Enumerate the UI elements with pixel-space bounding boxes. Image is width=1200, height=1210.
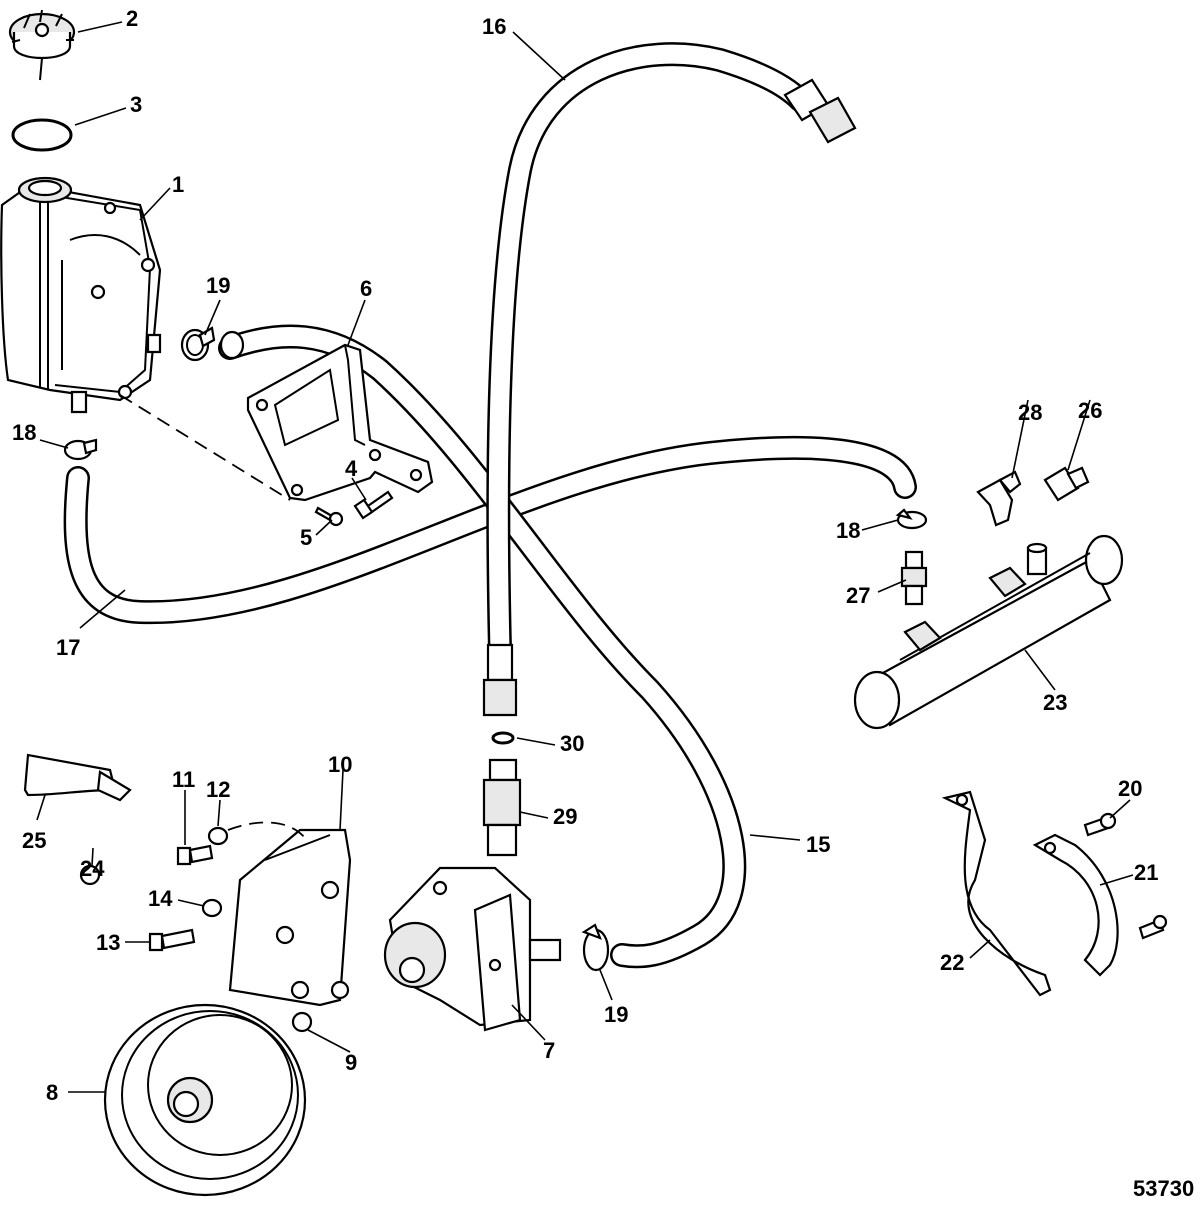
hose-clamp-19-upper	[180, 326, 216, 362]
callout-27: 27	[846, 583, 870, 608]
hose-16	[486, 42, 812, 662]
callout-9: 9	[345, 1050, 357, 1075]
fitting-27	[900, 550, 928, 606]
adapter-fitting-26	[1043, 466, 1090, 502]
callout-7: 7	[543, 1038, 555, 1063]
pump-fitting-29	[482, 758, 522, 857]
callout-14: 14	[148, 886, 173, 911]
screw-21-lower	[1138, 914, 1168, 940]
callout-18-left: 18	[12, 420, 36, 445]
callout-8: 8	[46, 1080, 58, 1105]
washer-12	[207, 826, 229, 846]
callout-23: 23	[1043, 690, 1067, 715]
callout-11: 11	[172, 767, 195, 792]
callout-1: 1	[172, 172, 184, 197]
callout-6: 6	[360, 276, 372, 301]
callout-21: 21	[1134, 860, 1158, 885]
screw-20	[1083, 812, 1117, 837]
callout-17: 17	[56, 635, 80, 660]
callout-30: 30	[560, 731, 584, 756]
bolt-4	[353, 490, 394, 520]
callout-10: 10	[328, 752, 352, 777]
callout-19-upper: 19	[206, 273, 230, 298]
hose-clamp-19-lower	[581, 923, 610, 972]
nut-9	[291, 1011, 313, 1033]
pulley	[103, 1003, 307, 1197]
reservoir	[0, 176, 162, 414]
callout-3: 3	[130, 92, 142, 117]
hose-17	[63, 435, 917, 625]
callout-20: 20	[1118, 776, 1142, 801]
bracket-21	[1032, 833, 1119, 977]
callout-16: 16	[482, 14, 506, 39]
bracket-22	[941, 790, 1052, 997]
hose-clamp-18-right	[895, 508, 928, 530]
callout-28: 28	[1018, 400, 1042, 425]
callout-4: 4	[345, 456, 358, 481]
callout-26: 26	[1078, 398, 1102, 423]
power-steering-pump	[383, 866, 562, 1032]
callout-24: 24	[80, 856, 105, 881]
callout-labels: 2 3 1 19 6 4 5 18 17 16 15 18 28 26 27 2…	[12, 6, 1194, 1201]
reservoir-cap	[8, 9, 76, 81]
callout-25: 25	[22, 828, 46, 853]
figure-id: 53730	[1133, 1176, 1194, 1201]
callout-22: 22	[940, 950, 964, 975]
callout-29: 29	[553, 804, 577, 829]
hose-16-lower-fitting	[482, 643, 518, 717]
fluid-cooler	[853, 534, 1124, 730]
nut-24	[79, 864, 101, 886]
callout-13: 13	[96, 930, 120, 955]
clamp-25	[23, 753, 132, 802]
hose-16-upper-fitting	[783, 78, 857, 144]
callout-12: 12	[206, 777, 230, 802]
callout-2: 2	[126, 6, 138, 31]
screw-5	[314, 506, 344, 527]
hose-clamp-18-left	[63, 438, 98, 461]
elbow-fitting-28	[976, 470, 1022, 527]
bolt-13	[148, 928, 196, 952]
callout-5: 5	[300, 525, 312, 550]
bolt-11	[176, 844, 214, 866]
callout-18-right: 18	[836, 518, 860, 543]
leader-lines	[36, 21, 1134, 1093]
mounting-bracket	[246, 343, 434, 502]
washer-14	[201, 898, 223, 918]
pump-bracket	[228, 828, 352, 1007]
o-ring	[11, 118, 73, 152]
callout-19-lower: 19	[604, 1002, 628, 1027]
callout-15: 15	[806, 832, 830, 857]
hose-stub	[219, 330, 245, 360]
o-ring-small	[491, 731, 515, 745]
